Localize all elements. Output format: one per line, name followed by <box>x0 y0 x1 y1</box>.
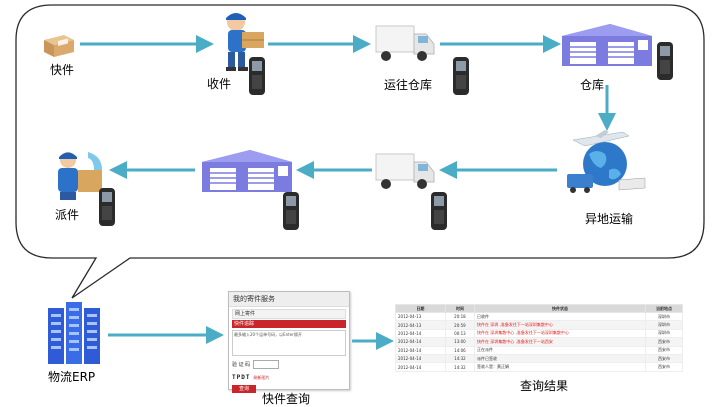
captcha-input[interactable] <box>253 360 280 369</box>
tab-tracking[interactable]: 快件追踪 <box>232 320 346 328</box>
scanner-icon <box>453 57 469 95</box>
node-label-warehouse: 仓库 <box>580 78 605 92</box>
tab-online-send[interactable]: 网上寄件 <box>232 309 346 319</box>
result-column-header: 日期 <box>395 304 446 313</box>
table-cell: 已收件 <box>474 311 646 322</box>
form-header: 我的寄件服务 <box>229 292 349 307</box>
captcha-label: 验 证 码 <box>232 362 251 368</box>
scanner-icon <box>99 188 115 226</box>
table-cell: 2012-04-14 <box>395 328 446 339</box>
result-table-header: 日期时间快件状态当前地点 <box>395 304 684 313</box>
scanner-icon <box>249 57 265 95</box>
erp-label: 物流ERP <box>48 370 96 384</box>
transport-globe-icon <box>567 130 646 193</box>
parcel-icon <box>44 35 74 57</box>
table-cell: 深圳市 <box>644 320 684 330</box>
table-cell: 2012-04-13 <box>395 320 446 330</box>
table-cell: 2012-04-13 <box>395 311 446 322</box>
truck-icon <box>375 25 435 61</box>
table-cell: 西安市 <box>644 337 684 347</box>
table-cell: 西安市 <box>644 345 684 355</box>
node-label-to-warehouse: 运往仓库 <box>384 78 433 92</box>
table-cell: 深圳市 <box>644 311 684 322</box>
warehouse-icon-2 <box>202 150 292 192</box>
table-cell: 正在派件 <box>474 345 646 355</box>
erp-server-icon <box>48 302 100 364</box>
query-form-panel: 我的寄件服务 网上寄件 快件追踪 最多输入20个运单号码，以Enter隔开 验 … <box>228 291 350 393</box>
table-cell: 14:32 <box>444 353 476 364</box>
table-cell: 2012-04-14 <box>395 345 446 355</box>
table-cell: 快件在 深圳集散中心 ,准备发往下一站西安 <box>474 337 646 347</box>
scanner-icon <box>283 192 299 230</box>
refresh-captcha-link[interactable]: 刷新图片 <box>253 374 270 380</box>
table-cell: 签收人是：黄正娟 <box>474 362 646 372</box>
table-cell: 快件在 深圳 ,准备发往下一站深圳集散中心 <box>474 320 646 330</box>
table-cell: 西安市 <box>644 353 684 364</box>
scanner-icon <box>431 192 447 230</box>
table-cell: 20:59 <box>444 320 476 330</box>
result-column-header: 当前地点 <box>644 304 684 313</box>
delivery-courier-icon <box>58 152 102 200</box>
table-cell: 14:32 <box>444 362 476 372</box>
node-label-remote-transport: 异地运输 <box>585 212 634 226</box>
tracking-number-input[interactable]: 最多输入20个运单号码，以Enter隔开 <box>232 330 346 356</box>
table-cell: 深圳市 <box>644 328 684 339</box>
result-column-header: 快件状态 <box>474 304 646 313</box>
table-cell: 2012-04-14 <box>395 362 446 372</box>
table-cell: 20:18 <box>444 311 476 322</box>
captcha-image: TPDT <box>232 374 251 381</box>
warehouse-icon <box>562 24 652 66</box>
truck-icon-2 <box>375 153 435 189</box>
table-cell: 2012-04-14 <box>395 337 446 347</box>
courier-icon <box>226 13 264 71</box>
table-cell: 派件已签收 <box>474 353 646 364</box>
table-cell: 13:00 <box>444 337 476 347</box>
node-label-parcel: 快件 <box>50 63 75 77</box>
table-cell: 西安市 <box>644 362 684 372</box>
query-form-caption: 快件查询 <box>262 392 311 406</box>
table-cell: 2012-04-14 <box>395 353 446 364</box>
table-cell: 14:06 <box>444 345 476 355</box>
table-cell: 快件在 深圳集散中心 ,准备发往下一站深圳集散中心 <box>474 328 646 339</box>
node-label-delivery: 派件 <box>55 208 80 222</box>
scanner-icon <box>657 42 673 80</box>
result-column-header: 时间 <box>444 304 476 313</box>
table-cell: 00:13 <box>444 328 476 339</box>
query-submit-button[interactable]: 查询 <box>232 385 256 393</box>
node-label-pickup: 收件 <box>207 77 232 91</box>
query-result-caption: 查询结果 <box>520 379 569 393</box>
